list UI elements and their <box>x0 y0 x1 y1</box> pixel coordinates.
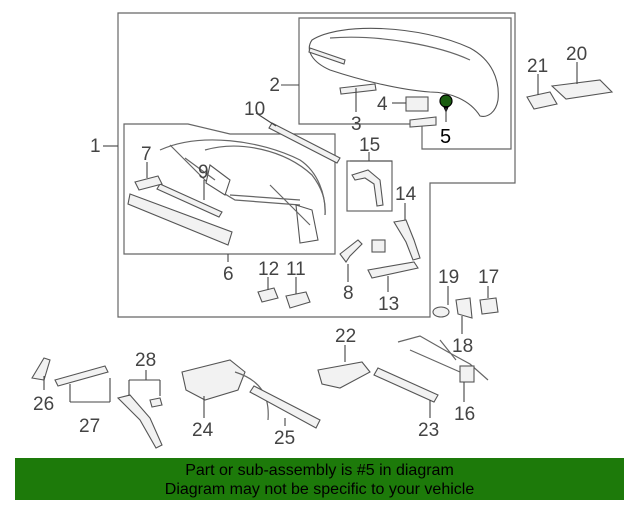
callout-25: 25 <box>274 428 295 449</box>
callout-5: 5 <box>440 126 451 148</box>
part-24 <box>181 359 246 401</box>
callout-2: 2 <box>269 75 280 96</box>
callout-22: 22 <box>335 326 356 347</box>
assembly-1-outline <box>117 12 516 318</box>
callout-11: 11 <box>286 259 306 280</box>
part-8 <box>339 239 363 263</box>
callout-23: 23 <box>418 420 439 441</box>
cover-bracket <box>409 116 437 128</box>
part-23 <box>373 367 439 403</box>
part-16 <box>459 365 475 383</box>
part-28-right <box>149 397 163 408</box>
part-16-frame <box>397 335 489 381</box>
callout-26: 26 <box>33 394 54 415</box>
part-25 <box>249 385 321 429</box>
part-15-bracket <box>351 169 384 207</box>
cover-edge <box>329 36 471 61</box>
part-11 <box>285 291 311 309</box>
callout-4: 4 <box>377 94 388 115</box>
callout-14: 14 <box>395 184 417 205</box>
assembly-6-outline <box>123 123 336 255</box>
callout-15: 15 <box>359 135 380 156</box>
cover-lock-bar <box>308 47 346 65</box>
callout-28: 28 <box>135 350 156 371</box>
banner-line-1: Part or sub-assembly is #5 in diagram <box>185 462 454 479</box>
part-22 <box>317 361 371 389</box>
part-20 <box>550 79 614 100</box>
part-7 <box>134 175 163 191</box>
callout-16: 16 <box>454 404 475 425</box>
callout-19: 19 <box>438 267 459 288</box>
part-21 <box>526 91 558 110</box>
part-12 <box>257 287 279 303</box>
assembly-15-outline <box>346 160 393 212</box>
part-8-clip <box>371 239 386 253</box>
part-14 <box>393 219 421 261</box>
callout-9: 9 <box>198 162 209 183</box>
callout-13: 13 <box>378 294 399 315</box>
top-frame <box>159 139 326 244</box>
part-6-trim <box>127 193 233 246</box>
part-19 <box>432 306 450 318</box>
callout-8: 8 <box>343 283 354 304</box>
callout-7: 7 <box>141 144 152 165</box>
cover-panel <box>308 27 499 117</box>
cover-hinge <box>339 83 377 95</box>
callout-20: 20 <box>566 44 587 65</box>
part-17 <box>479 297 499 315</box>
part-5-fastener <box>439 94 453 113</box>
leader-lines <box>43 62 578 426</box>
fitment-banner: Part or sub-assembly is #5 in diagram Di… <box>15 458 624 500</box>
callout-10: 10 <box>244 99 265 120</box>
callout-27: 27 <box>79 416 100 437</box>
callout-24: 24 <box>192 420 214 441</box>
callout-18: 18 <box>452 336 473 357</box>
part-18 <box>455 297 473 319</box>
part-9-strip <box>156 183 223 218</box>
part-13 <box>367 261 419 279</box>
callout-21: 21 <box>527 56 548 77</box>
part-26 <box>31 357 51 381</box>
callout-6: 6 <box>223 264 234 285</box>
part-10-strip <box>268 122 341 164</box>
part-27 <box>54 365 109 387</box>
banner-line-2: Diagram may not be specific to your vehi… <box>164 481 475 498</box>
callout-1: 1 <box>90 136 101 157</box>
part-28-left <box>116 394 163 449</box>
callout-12: 12 <box>258 259 279 280</box>
assembly-2-outline <box>298 17 512 150</box>
callout-3: 3 <box>351 114 362 135</box>
callout-17: 17 <box>478 267 499 288</box>
cover-plate <box>405 96 429 112</box>
